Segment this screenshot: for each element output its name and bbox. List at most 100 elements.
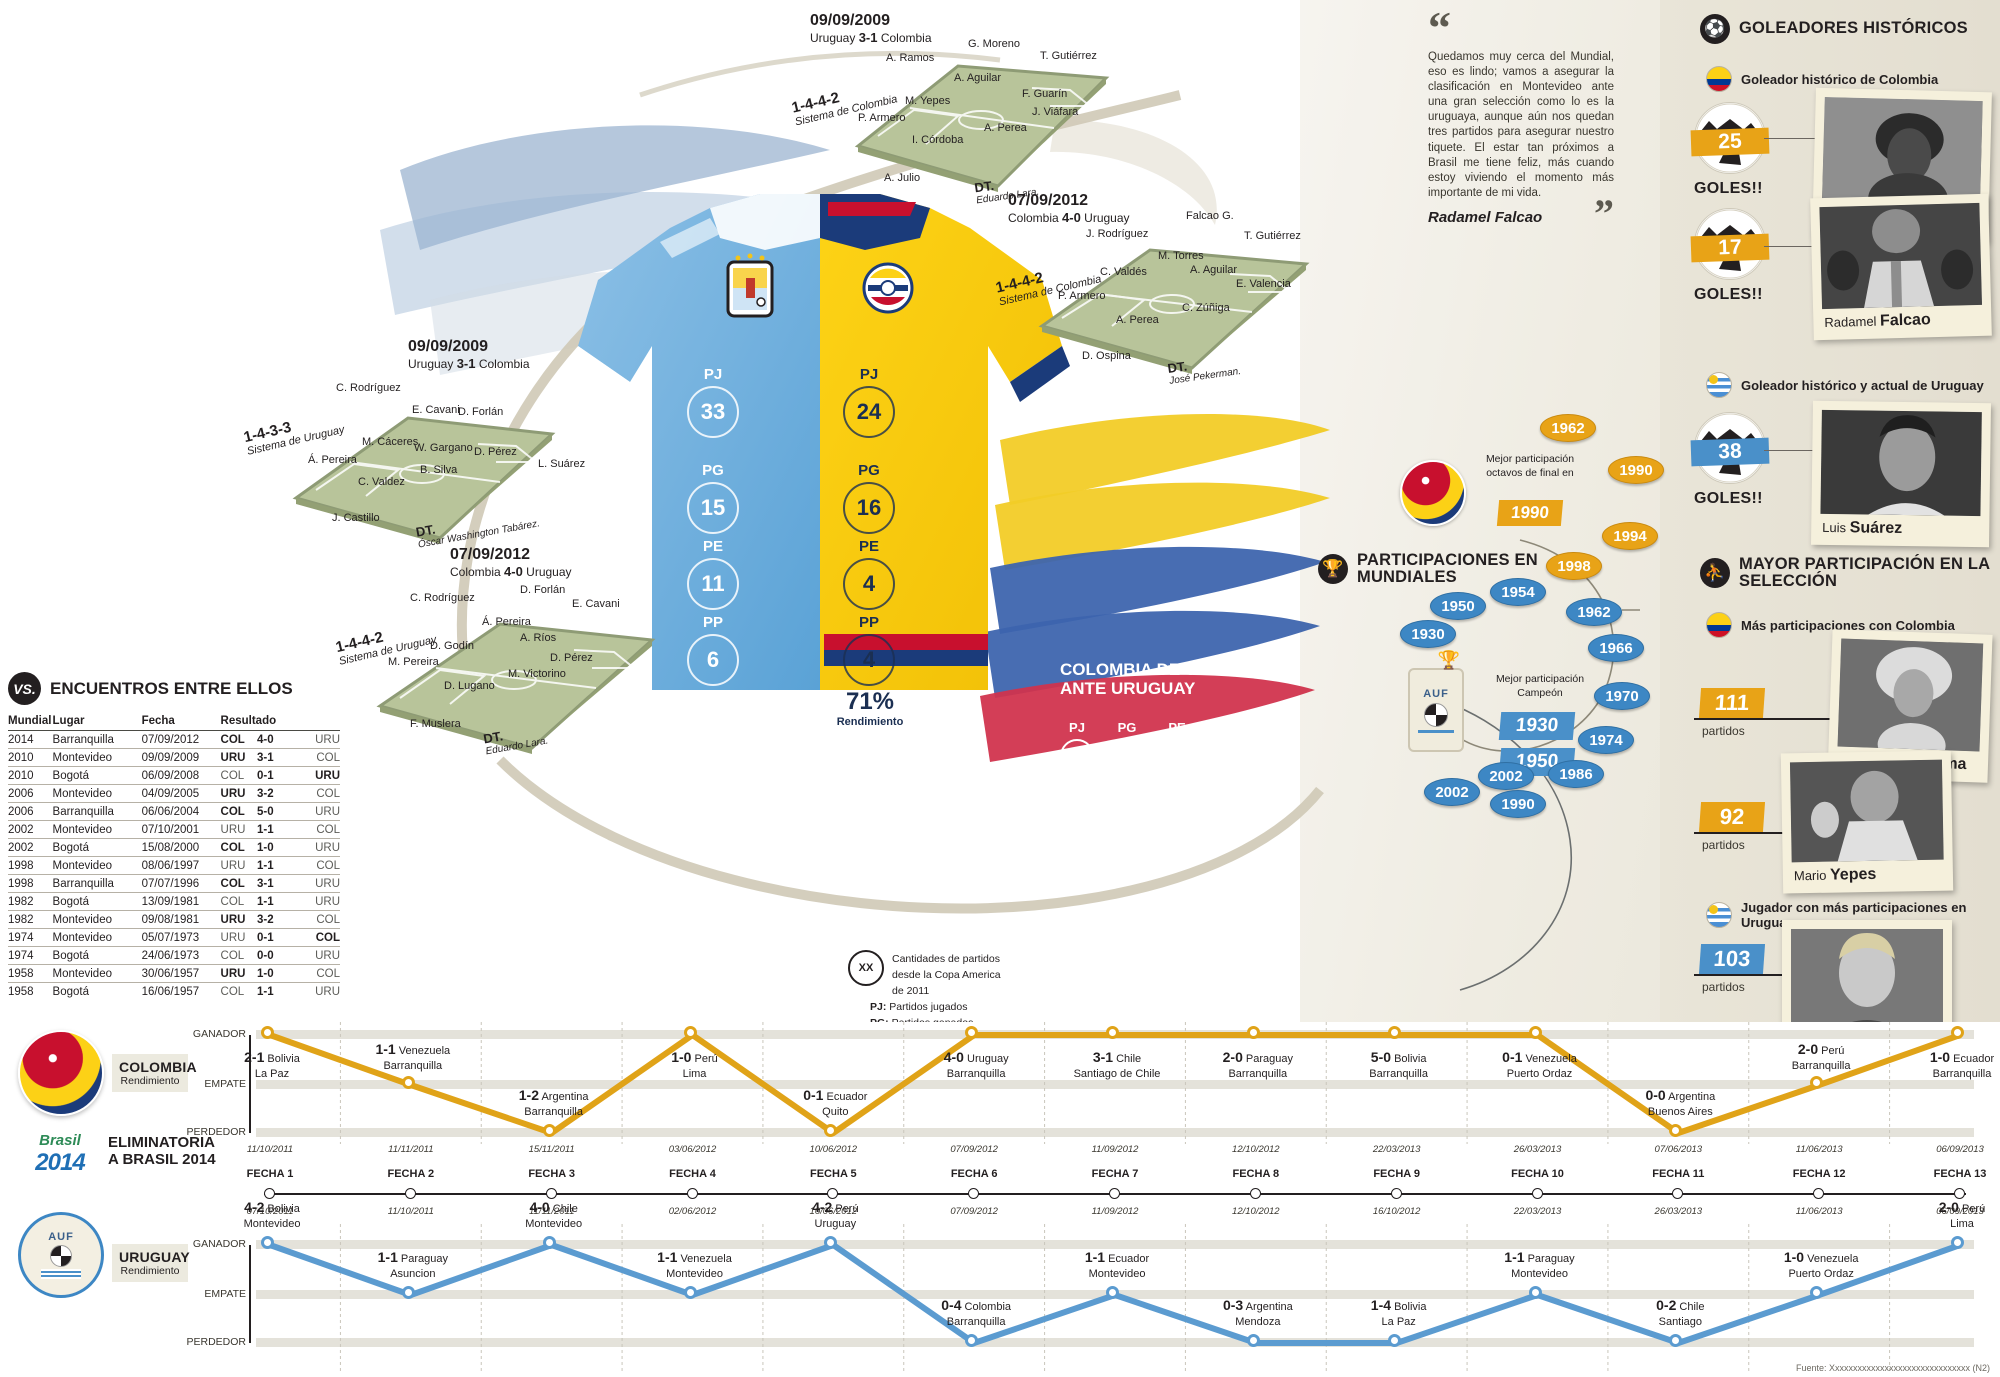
uruguay-match-date: 06/09/2013 bbox=[1936, 1206, 1984, 1217]
participacion-section-header: ⛹ MAYOR PARTICIPACIÓN EN LA SELECCIÓN bbox=[1700, 555, 1990, 591]
player-label: P. Armero bbox=[858, 112, 906, 124]
data-point bbox=[401, 1076, 415, 1089]
partidos-number-valderrama: 111 bbox=[1698, 688, 1766, 718]
cell-team1: COL bbox=[220, 730, 257, 749]
trophy-icon: 🏆 bbox=[1318, 554, 1348, 585]
player-label: D. Pérez bbox=[474, 446, 517, 458]
photo-suarez bbox=[1820, 409, 1982, 517]
colombia-match-date: 10/06/2012 bbox=[809, 1144, 858, 1155]
trophy-glyph-icon: 🏆 bbox=[1437, 650, 1461, 670]
cell-score: 0-1 bbox=[256, 928, 300, 947]
cell-team1: URU bbox=[220, 820, 257, 839]
match-date: 09/09/2009 bbox=[408, 338, 489, 355]
photo-forlan bbox=[1791, 929, 1943, 1029]
th-lugar: Lugar bbox=[52, 715, 85, 727]
visitante-cell-pg: PG 1 bbox=[1110, 720, 1144, 774]
player-label: T. Gutiérrez bbox=[1244, 230, 1301, 242]
chip-1954-uy: 1954 bbox=[1490, 578, 1546, 606]
data-point bbox=[1951, 1026, 1964, 1039]
timeline-node bbox=[968, 1188, 980, 1199]
data-point bbox=[1669, 1124, 1683, 1137]
cell-score: 1-0 bbox=[256, 838, 300, 857]
col-stat-pg: PG 16 bbox=[838, 462, 900, 534]
chip-1950-uy: 1950 bbox=[1430, 592, 1486, 620]
match-header-mid-left: 09/09/2009 Uruguay 3-1 Colombia bbox=[408, 338, 530, 371]
uru-stat-pp-value: 6 bbox=[687, 634, 739, 686]
partidos-unit-yepes: partidos bbox=[1702, 838, 1745, 852]
col-rendimiento: 71% Rendimiento bbox=[828, 688, 912, 728]
data-point bbox=[824, 1124, 838, 1137]
colombia-crest-chart bbox=[18, 1030, 104, 1116]
cell-team1: COL bbox=[220, 802, 257, 821]
participacion-colombia-subtitle: Más participaciones con Colombia bbox=[1741, 617, 1955, 633]
cell-fecha: 07/09/2012 bbox=[141, 730, 221, 749]
fecha-label: FECHA 10 bbox=[1511, 1168, 1564, 1180]
cell-lugar: Bogotá bbox=[52, 982, 142, 1000]
cell-fecha: 09/08/1981 bbox=[141, 910, 221, 929]
player-label: A. Aguilar bbox=[1190, 264, 1238, 276]
cell-mundial: 2006 bbox=[8, 784, 53, 803]
partidos-number-yepes: 92 bbox=[1698, 802, 1766, 832]
fecha-label: FECHA 2 bbox=[387, 1168, 435, 1180]
chip-1962-co: 1962 bbox=[1540, 414, 1596, 442]
pitch-bottom-left bbox=[376, 622, 656, 754]
player-label: C. Rodríguez bbox=[336, 382, 401, 394]
cell-lugar: Bogotá bbox=[52, 946, 142, 965]
cell-team2: URU bbox=[299, 892, 340, 911]
player-label: D. Forlán bbox=[458, 406, 504, 418]
polaroid-valderrama: Carlos Valderrama bbox=[1827, 629, 1993, 783]
participacion-colombia-subhead: Más participaciones con Colombia bbox=[1706, 612, 1955, 638]
timeline-node bbox=[1954, 1188, 1965, 1199]
uru-stat-pj: PJ 33 bbox=[682, 366, 744, 438]
cell-score: 1-1 bbox=[256, 820, 300, 839]
cell-lugar: Montevideo bbox=[52, 784, 142, 803]
cell-fecha: 16/06/1957 bbox=[141, 982, 221, 1000]
cell-team2: URU bbox=[299, 982, 340, 1000]
cell-team1: URU bbox=[220, 856, 257, 875]
photo-valderrama bbox=[1837, 638, 1984, 752]
cell-team1: COL bbox=[220, 892, 257, 911]
data-point bbox=[1810, 1076, 1824, 1089]
uruguay-match-date: 11/10/2011 bbox=[387, 1206, 434, 1217]
player-label: C. Valdés bbox=[1100, 266, 1147, 278]
visitante-cell-pp: PP 4 bbox=[1210, 720, 1244, 774]
data-point bbox=[1528, 1286, 1542, 1299]
chip-1974-uy: 1974 bbox=[1578, 726, 1634, 754]
cell-fecha: 09/09/2009 bbox=[141, 748, 221, 767]
y-axis-label: GANADOR bbox=[192, 1028, 246, 1040]
cell-team2: URU bbox=[299, 874, 340, 893]
player-label: C. Zúñiga bbox=[1182, 302, 1230, 314]
fecha-label: FECHA 8 bbox=[1232, 1168, 1280, 1180]
goleadores-title: GOLEADORES HISTÓRICOS bbox=[1739, 19, 1968, 38]
player-label: M. Victorino bbox=[508, 668, 566, 680]
uru-stat-pj-label: PJ bbox=[703, 366, 723, 383]
cell-lugar: Bogotá bbox=[52, 766, 142, 785]
cell-mundial: 1958 bbox=[8, 964, 53, 983]
col-stat-pe: PE 4 bbox=[838, 538, 900, 610]
photo-yepes bbox=[1789, 759, 1944, 863]
colombia-match-date: 06/09/2013 bbox=[1936, 1144, 1984, 1155]
player-label: D. Ospina bbox=[1082, 350, 1131, 362]
col-rendimiento-label: Rendimiento bbox=[836, 716, 904, 728]
brand-line-2: 2014 bbox=[35, 1149, 85, 1176]
visitante-cell-pe: PE 2 bbox=[1160, 720, 1194, 774]
uru-stat-pj-value: 33 bbox=[687, 386, 739, 438]
pitch-mid-left bbox=[292, 416, 556, 544]
player-label: M. Pereira bbox=[388, 656, 439, 668]
cell-mundial: 1974 bbox=[8, 928, 53, 947]
cell-team2: COL bbox=[299, 820, 340, 839]
fecha-label: FECHA 7 bbox=[1091, 1168, 1139, 1180]
encuentros-header: VS. ENCUENTROS ENTRE ELLOS bbox=[8, 672, 348, 705]
cell-mundial: 2002 bbox=[8, 838, 53, 857]
th-mundial: Mundial bbox=[8, 715, 52, 727]
partidos-unit-forlan: partidos bbox=[1702, 980, 1745, 994]
